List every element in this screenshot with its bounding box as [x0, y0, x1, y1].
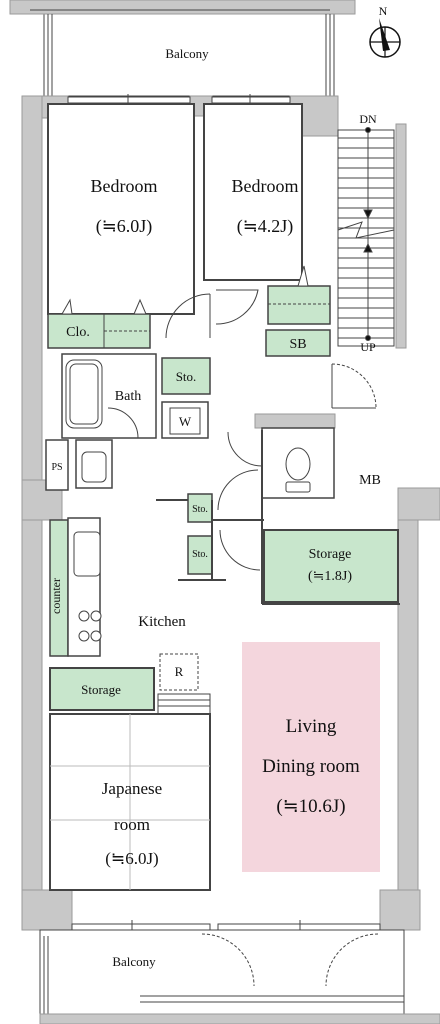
compass-icon: N	[369, 4, 401, 58]
bottom-windows	[71, 920, 381, 934]
top-balcony: Balcony	[9, 0, 356, 97]
storage-main-label: Storage	[309, 547, 352, 562]
storage-small-2-label: Sto.	[192, 504, 208, 515]
shoe-box-label: SB	[289, 337, 306, 352]
closet-label: Clo.	[66, 325, 90, 340]
top-windows	[67, 94, 291, 106]
shoe-box: SB	[265, 265, 331, 357]
step	[157, 693, 211, 715]
meter-box-label: MB	[359, 473, 381, 488]
entrance-door	[331, 363, 377, 409]
living-label-1: Living	[286, 716, 337, 737]
bedroom-right-area: (≒4.2J)	[237, 216, 294, 237]
balcony-top-label: Balcony	[165, 46, 209, 61]
staircase	[337, 123, 407, 349]
japanese-room-label-2: room	[114, 815, 150, 834]
washer-label: W	[179, 414, 192, 429]
japanese-room-label-1: Japanese	[102, 779, 162, 798]
living-dining-room: Living Dining room (≒10.6J)	[242, 642, 380, 872]
storage-small-3-label: Sto.	[192, 549, 208, 560]
storage-small-1-label: Sto.	[176, 369, 197, 384]
storage-japanese: Storage	[49, 667, 155, 711]
bedroom-doors	[165, 289, 259, 339]
washer: W	[161, 401, 209, 439]
balcony-bottom-label: Balcony	[112, 954, 156, 969]
living-area: (≒10.6J)	[276, 796, 345, 817]
bedroom-left-label: Bedroom	[91, 176, 158, 196]
bottom-balcony: Balcony	[39, 929, 440, 1024]
toilet	[261, 427, 335, 499]
bedroom-right-label: Bedroom	[232, 176, 299, 196]
hall-doors	[217, 431, 263, 571]
storage-main-area: (≒1.8J)	[308, 569, 352, 584]
closet: Clo.	[47, 298, 151, 349]
bedroom-left-area: (≒6.0J)	[96, 216, 153, 237]
storage-main: Storage (≒1.8J)	[263, 529, 399, 603]
north-label: N	[379, 4, 388, 18]
bedroom-left: Bedroom (≒6.0J)	[47, 103, 195, 315]
washbasin	[75, 439, 113, 489]
storage-small-1: Sto.	[161, 357, 211, 395]
bedroom-right: Bedroom (≒4.2J)	[203, 103, 303, 281]
counter-label: counter	[49, 578, 63, 614]
kitchen-counter: counter	[49, 517, 102, 657]
stairs-up-label: UP	[360, 340, 376, 354]
living-label-2: Dining room	[262, 756, 360, 777]
storage-small-2: Sto.	[187, 493, 213, 523]
kitchen-label: Kitchen	[138, 614, 186, 630]
refrigerator-label: R	[175, 664, 184, 679]
outer-walls	[21, 95, 440, 931]
storage-japanese-label: Storage	[81, 682, 121, 697]
bathroom: Bath	[61, 353, 157, 439]
pipe-space: PS	[45, 439, 69, 491]
stairs-down-label: DN	[359, 112, 377, 126]
japanese-room: Japanese room (≒6.0J)	[49, 713, 211, 891]
pipe-space-label: PS	[51, 462, 62, 473]
japanese-room-area: (≒6.0J)	[105, 849, 158, 868]
bath-label: Bath	[115, 389, 141, 404]
storage-small-3: Sto.	[187, 535, 213, 575]
interior-lines	[156, 430, 400, 605]
refrigerator: R	[159, 653, 199, 691]
